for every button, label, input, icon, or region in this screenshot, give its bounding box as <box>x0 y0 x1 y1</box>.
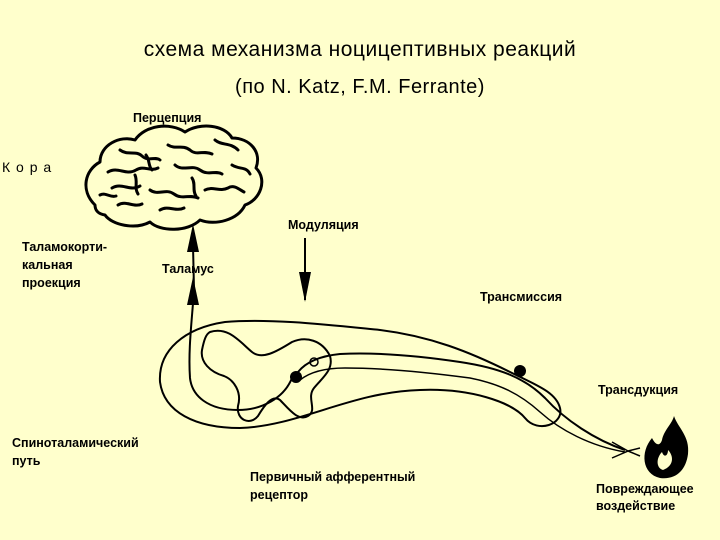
label-afferent-2: рецептор <box>250 488 309 502</box>
label-thalamus: Таламус <box>162 262 214 276</box>
afferent-fiber <box>297 352 626 451</box>
receptor-terminal <box>611 441 641 459</box>
diagram-subtitle: (по N. Katz, F.M. Ferrante) <box>235 76 485 98</box>
modulation-arrow <box>299 272 311 302</box>
label-damaging-1: Повреждающее <box>596 482 694 496</box>
label-perception: Перцепция <box>133 111 202 125</box>
label-damaging-2: воздействие <box>596 499 676 513</box>
label-thalamocortical-1: Таламокорти- <box>22 240 108 254</box>
label-thalamocortical-3: проекция <box>22 276 81 290</box>
label-cortex: К о р а <box>2 159 53 175</box>
thalamocortical-arrow <box>187 224 199 252</box>
flame-icon <box>644 416 689 479</box>
second-neuron-dot <box>309 357 319 367</box>
ganglion-dot <box>514 365 526 377</box>
label-transduction: Трансдукция <box>598 383 679 397</box>
spinothalamic-pathway <box>188 244 293 412</box>
afferent-fiber-inner <box>299 367 626 453</box>
spinal-cord-outline <box>158 319 562 430</box>
brain-icon <box>84 124 264 231</box>
label-spinothalamic-1: Спиноталамический <box>12 436 139 450</box>
thalamus-arrow <box>187 277 199 305</box>
label-afferent-1: Первичный афферентный <box>250 470 416 484</box>
label-spinothalamic-2: путь <box>12 454 41 468</box>
label-thalamocortical-2: кальная <box>22 258 73 272</box>
label-transmission: Трансмиссия <box>480 290 563 304</box>
synapse-dot <box>290 371 302 383</box>
label-modulation: Модуляция <box>288 218 359 232</box>
gray-matter <box>200 329 332 422</box>
diagram-title: схема механизма ноцицептивных реакций <box>143 38 577 61</box>
